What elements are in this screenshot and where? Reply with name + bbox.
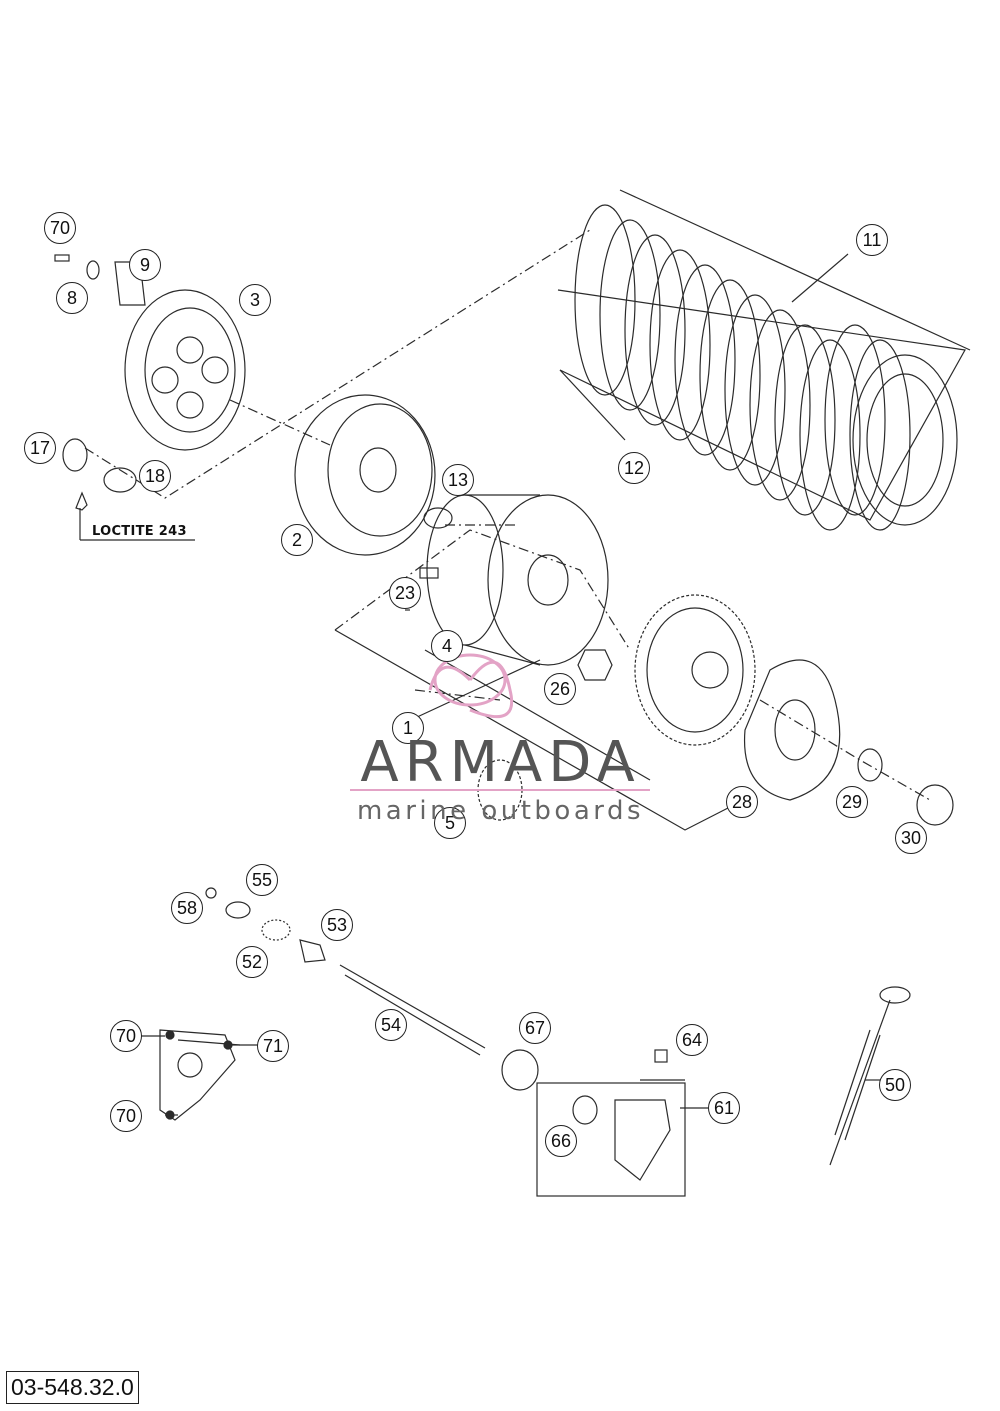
hub-nut [577, 649, 613, 681]
part-number-12: 12 [618, 452, 650, 484]
part-number-58: 58 [171, 892, 203, 924]
watermark-title: ARMADA [360, 730, 641, 795]
part-number-8: 8 [56, 282, 88, 314]
part-number-70-top: 70 [44, 212, 76, 244]
part-number-66: 66 [545, 1125, 577, 1157]
part-number-70-lower: 70 [110, 1100, 142, 1132]
bleeding-syringe [829, 986, 911, 1166]
part-number-50: 50 [879, 1069, 911, 1101]
leader-lines [79, 189, 971, 1116]
watermark-logo [428, 653, 513, 719]
wave-plate [743, 659, 841, 801]
spacer-bushing [916, 784, 954, 826]
part-number-9: 9 [129, 249, 161, 281]
part-number-4: 4 [431, 630, 463, 662]
inner-clutch-hub [294, 394, 436, 556]
part-number-23: 23 [389, 577, 421, 609]
part-number-17: 17 [24, 432, 56, 464]
pushrod-group [205, 887, 539, 1091]
part-number-55: 55 [246, 864, 278, 896]
outer-clutch-basket [426, 494, 609, 666]
part-number-3: 3 [239, 284, 271, 316]
document-code: 03-548.32.0 [6, 1371, 139, 1404]
part-number-2: 2 [281, 524, 313, 556]
thrust-washer [423, 507, 453, 529]
slave-cylinder-box [536, 1082, 686, 1197]
part-number-1: 1 [392, 712, 424, 744]
slave-cylinder-cover [159, 1029, 236, 1121]
part-number-70-upper: 70 [110, 1020, 142, 1052]
part-number-52: 52 [236, 946, 268, 978]
part-number-28: 28 [726, 786, 758, 818]
part-number-71: 71 [257, 1030, 289, 1062]
pressure-plate [124, 289, 246, 451]
part-number-30: 30 [895, 822, 927, 854]
part-number-54: 54 [375, 1009, 407, 1041]
part-number-18: 18 [139, 460, 171, 492]
part-number-64: 64 [676, 1024, 708, 1056]
part-number-61: 61 [708, 1092, 740, 1124]
needle-bearing [857, 748, 883, 782]
part-number-53: 53 [321, 909, 353, 941]
part-number-11: 11 [856, 224, 888, 256]
small-parts-top [54, 254, 146, 511]
primary-gear [634, 594, 756, 746]
part-number-29: 29 [836, 786, 868, 818]
part-number-67: 67 [519, 1012, 551, 1044]
loctite-note: LOCTITE 243 [92, 524, 187, 539]
part-number-13: 13 [442, 464, 474, 496]
clutch-plate-stack [574, 204, 958, 531]
part-number-26: 26 [544, 673, 576, 705]
watermark-subtitle: marine outboards [356, 796, 645, 826]
bolt [419, 567, 439, 579]
part-number-5: 5 [434, 807, 466, 839]
